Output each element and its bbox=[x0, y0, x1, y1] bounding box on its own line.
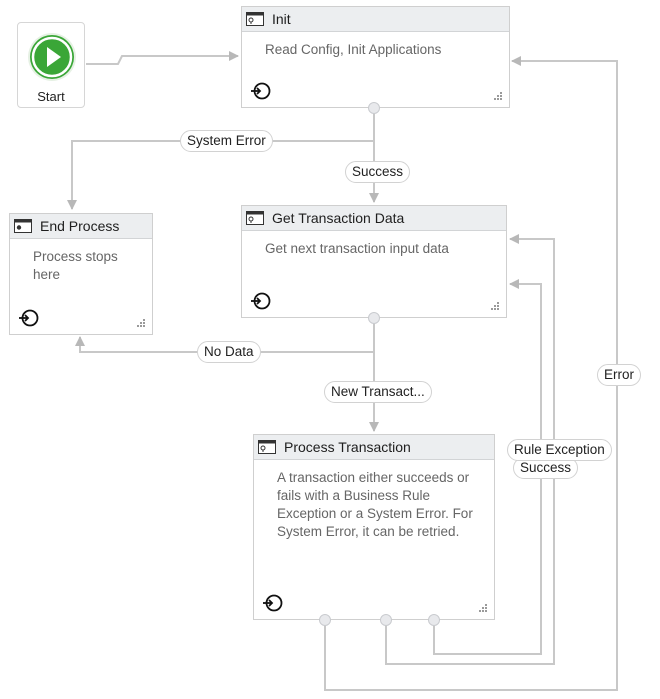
state-end-process-title: End Process bbox=[40, 218, 120, 234]
get-transaction-output-port[interactable] bbox=[368, 312, 380, 324]
state-get-transaction-data-header[interactable]: Get Transaction Data bbox=[242, 206, 506, 231]
state-process-transaction-title: Process Transaction bbox=[284, 439, 411, 455]
edge-label-success[interactable]: Success bbox=[345, 161, 411, 183]
state-get-transaction-data-description: Get next transaction input data bbox=[265, 241, 449, 256]
entry-icon bbox=[251, 292, 271, 310]
state-icon bbox=[246, 12, 264, 26]
resize-grip-icon[interactable] bbox=[478, 603, 488, 613]
entry-icon bbox=[251, 82, 271, 100]
state-get-transaction-data[interactable]: Get Transaction Data Get next transactio… bbox=[241, 205, 507, 318]
state-end-process-description: Process stops here bbox=[33, 249, 118, 282]
state-init-title: Init bbox=[272, 11, 291, 27]
state-end-process[interactable]: End Process Process stops here bbox=[9, 213, 153, 335]
state-init-description: Read Config, Init Applications bbox=[265, 42, 442, 57]
resize-grip-icon[interactable] bbox=[490, 301, 500, 311]
state-process-transaction[interactable]: Process Transaction A transaction either… bbox=[253, 434, 495, 620]
edge-label-no-data[interactable]: No Data bbox=[197, 341, 261, 363]
state-icon bbox=[258, 440, 276, 454]
state-get-transaction-data-title: Get Transaction Data bbox=[272, 210, 405, 226]
edge-label-success-loop[interactable]: Success bbox=[513, 457, 579, 479]
entry-icon bbox=[19, 309, 39, 327]
edge-label-error[interactable]: Error bbox=[597, 364, 641, 386]
edge-label-new-transaction[interactable]: New Transact... bbox=[324, 381, 432, 403]
process-transaction-port-rule-exception[interactable] bbox=[428, 614, 440, 626]
state-icon bbox=[246, 211, 264, 225]
start-label: Start bbox=[37, 89, 65, 104]
final-state-icon bbox=[14, 219, 32, 233]
connector-init-system-error bbox=[67, 113, 375, 210]
state-init[interactable]: Init Read Config, Init Applications bbox=[241, 6, 510, 108]
edge-label-rule-exception[interactable]: Rule Exception bbox=[507, 439, 612, 461]
play-icon bbox=[30, 35, 74, 79]
connector-start-to-init bbox=[86, 51, 239, 65]
entry-icon bbox=[263, 594, 283, 612]
edge-label-system-error[interactable]: System Error bbox=[180, 130, 273, 152]
state-process-transaction-description: A transaction either succeeds or fails w… bbox=[277, 470, 473, 539]
resize-grip-icon[interactable] bbox=[136, 318, 146, 328]
process-transaction-port-success[interactable] bbox=[380, 614, 392, 626]
state-end-process-header[interactable]: End Process bbox=[10, 214, 152, 239]
resize-grip-icon[interactable] bbox=[493, 91, 503, 101]
process-transaction-port-error[interactable] bbox=[319, 614, 331, 626]
state-process-transaction-header[interactable]: Process Transaction bbox=[254, 435, 494, 460]
start-node[interactable]: Start bbox=[17, 22, 85, 108]
state-init-header[interactable]: Init bbox=[242, 7, 509, 32]
init-output-port[interactable] bbox=[368, 102, 380, 114]
